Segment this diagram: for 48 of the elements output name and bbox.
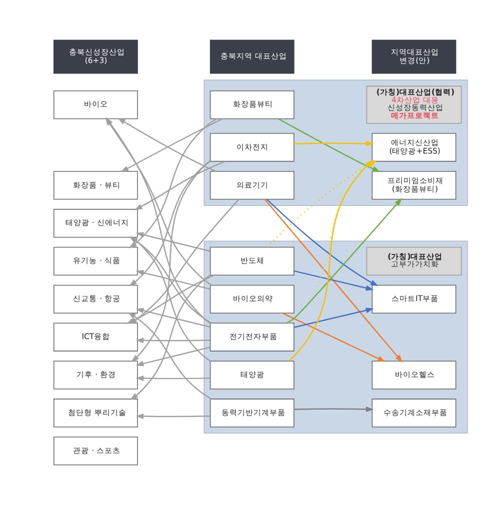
node-box: 전기전자부품 [210,322,294,352]
node-box: 화장품 · 뷰티 [53,170,138,200]
node-box: 화장품뷰티 [210,90,294,120]
node-box: 첨단형 뿌리기술 [53,398,138,428]
arrow [136,232,210,252]
node-box: 신교통 · 항공 [53,284,138,314]
node-box: 에너지신산업 (태양광+ESS) [372,133,456,162]
arrow [294,270,374,291]
arrow [136,270,210,290]
arrow [266,198,378,286]
node-box: 이차전지 [210,133,294,162]
node-box: (가칭)대표산업(협력) 4차산업 대응 신성장동력산업 메가프로젝트 [366,86,462,124]
arrow [136,338,210,344]
node-box: 충북지역 대표산업 [210,40,294,74]
node-box: 스마트IT부품 [372,284,456,314]
arrow [264,198,403,363]
arrow [136,308,210,328]
node-box: (가칭)대표산업 고부가가치화 [366,246,462,276]
arrow [136,346,210,366]
node-box: 관광 · 스포츠 [53,436,138,466]
node-box: 바이오 [53,90,138,120]
node-box: 의료기기 [210,170,294,200]
node-box: 기후 · 환경 [53,360,138,390]
node-box: 바이오의약 [210,284,294,314]
arrow [294,308,374,328]
node-box: 수송기계소재부품 [372,398,456,428]
node-box: ICT융합 [53,322,138,352]
arrow [288,160,374,324]
arrow [282,312,386,362]
arrow [131,160,211,362]
arrow [294,140,374,146]
node-box: 바이오헬스 [372,360,456,390]
node-box: 충북신성장산업 (6+3) [53,40,138,74]
arrow [294,406,374,412]
node-box: 반도체 [210,246,294,276]
arrow [278,118,380,172]
arrow [134,160,226,210]
node-box: 태양광 [210,360,294,390]
node-box: 지역대표산업 변경(안) [372,40,456,74]
arrow [136,413,210,420]
node-box: 유기농 · 식품 [53,246,138,276]
cluster [204,240,468,434]
arrow [288,160,374,362]
node-box: 동력기반기계부품 [210,398,294,428]
node-box: 프리미엄소비재 (화장품뷰티) [372,170,456,200]
arrow [286,198,402,324]
arrow [136,376,210,382]
node-box: 태양광 · 신에너지 [53,208,138,238]
